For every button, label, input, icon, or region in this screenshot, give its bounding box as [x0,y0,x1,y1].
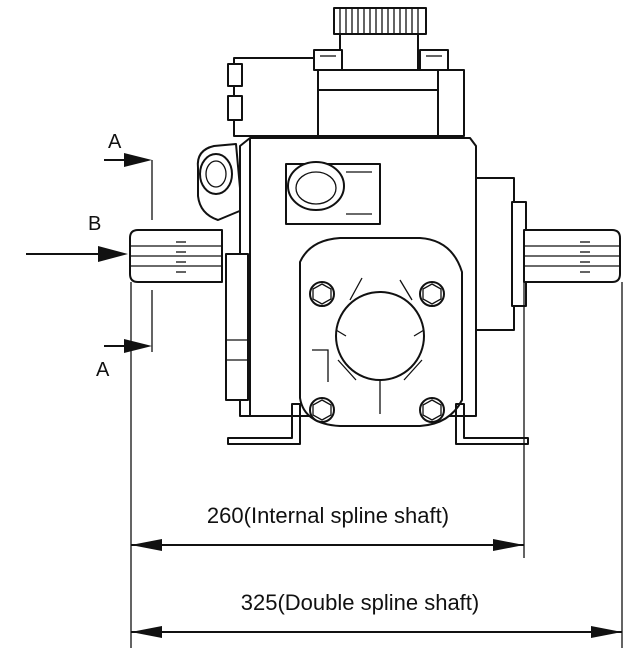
view-label-b: B [88,213,101,235]
right-flange [475,177,527,331]
left-spline-shaft [129,229,223,283]
view-b-arrow [26,246,128,262]
dimension-label-internal: 260(Internal spline shaft) [207,503,449,528]
dimension-label-double: 325(Double spline shaft) [241,590,479,615]
section-label-a-bottom: A [96,359,110,381]
right-spline-shaft [523,229,621,283]
valve-block [227,49,465,137]
mounting-feet [227,403,529,445]
gear-cover [299,237,463,427]
top-knob [333,7,427,71]
section-label-a-top: A [108,131,122,153]
extension-lines [130,282,623,648]
bolts [309,281,445,423]
elbow-port [196,143,243,221]
dimension-260 [131,539,524,551]
dimension-325 [131,626,622,638]
